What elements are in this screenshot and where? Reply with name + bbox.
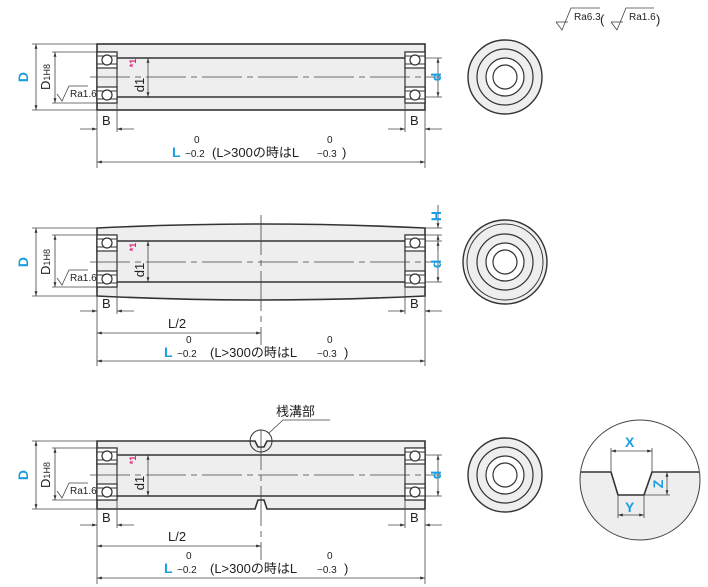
tol-lower: −0.2 <box>177 565 197 576</box>
dim-L-tolerance: L 0 −0.2 (L>300の時はL 0 −0.3 ) <box>172 135 346 160</box>
dim-D: D <box>15 257 31 267</box>
dim-B-left: B <box>102 113 111 128</box>
roughness-bracket: Ra1.6 <box>629 12 656 23</box>
note-mark: *1 <box>128 456 138 465</box>
dim-H: H <box>428 211 444 221</box>
tol-close: ) <box>344 561 348 576</box>
dim-B-right: B <box>410 113 419 128</box>
side-view-straight: D D1H8 Ra1.6 d1 *1 d B B L 0 −0.2 (L>300… <box>15 43 444 168</box>
end-view-1 <box>467 39 543 115</box>
dim-L: L <box>172 144 181 160</box>
tol-close: ) <box>344 345 348 360</box>
tol-upper: 0 <box>186 335 192 346</box>
dim-d1: d1 <box>132 476 147 490</box>
tol-upper: 0 <box>186 551 192 562</box>
dim-d1: d1 <box>132 78 147 92</box>
tol-text: (L>300の時はL <box>210 561 297 576</box>
dim-L-tolerance: L 0 −0.2 (L>300の時はL 0 −0.3 ) <box>164 335 348 360</box>
bracket-open: ( <box>600 12 605 27</box>
tol-upper: 0 <box>194 135 200 146</box>
dim-B-left: B <box>102 510 111 525</box>
tol-lower-2: −0.3 <box>317 565 337 576</box>
dim-D: D <box>15 72 31 82</box>
dim-B-right: B <box>410 296 419 311</box>
tol-upper-2: 0 <box>327 335 333 346</box>
note-mark: *1 <box>128 59 138 68</box>
tol-lower-2: −0.3 <box>317 149 337 160</box>
dim-X: X <box>625 434 635 450</box>
dim-Y: Y <box>625 499 635 515</box>
end-view-3 <box>467 437 543 513</box>
dim-half-L: L/2 <box>168 529 186 544</box>
note-mark: *1 <box>128 243 138 252</box>
groove-label: 桟溝部 <box>276 404 315 419</box>
bracket-close: ) <box>656 12 660 27</box>
dim-B-right: B <box>410 510 419 525</box>
tol-text: (L>300の時はL <box>212 145 299 160</box>
tol-lower: −0.2 <box>185 149 205 160</box>
roughness-main: Ra6.3 <box>574 12 601 23</box>
roughness-bore: Ra1.6 <box>70 89 97 100</box>
tol-upper-2: 0 <box>327 551 333 562</box>
tol-text: (L>300の時はL <box>210 345 297 360</box>
dim-d1: d1 <box>132 263 147 277</box>
dim-d: d <box>428 73 444 82</box>
dim-D: D <box>15 470 31 480</box>
dim-L: L <box>164 560 173 576</box>
dim-D1H8: D1H8 <box>38 462 53 488</box>
groove-detail: X Y Z <box>579 419 701 541</box>
side-view-crowned: D D1H8 Ra1.6 d1 *1 H d B B L/2 L 0 −0.2 … <box>15 205 444 366</box>
dim-D1H8: D1H8 <box>38 249 53 275</box>
tol-lower: −0.2 <box>177 349 197 360</box>
tol-lower-2: −0.3 <box>317 349 337 360</box>
dim-L: L <box>164 344 173 360</box>
roughness-legend: Ra6.3 ( Ra1.6 ) <box>555 7 660 31</box>
tol-upper-2: 0 <box>327 135 333 146</box>
dim-d: d <box>428 471 444 480</box>
roughness-bore: Ra1.6 <box>70 486 97 497</box>
end-view-2 <box>462 219 548 305</box>
dim-half-L: L/2 <box>168 316 186 331</box>
dim-D1H8: D1H8 <box>38 64 53 90</box>
dim-B-left: B <box>102 296 111 311</box>
roughness-bore: Ra1.6 <box>70 273 97 284</box>
dim-d: d <box>428 260 444 269</box>
tol-close: ) <box>342 145 346 160</box>
dim-L-tolerance: L 0 −0.2 (L>300の時はL 0 −0.3 ) <box>164 551 348 576</box>
dim-Z: Z <box>650 479 666 488</box>
side-view-grooved: 桟溝部 D D1H8 Ra1.6 d1 *1 d B B L/2 L 0 −0.… <box>15 404 444 584</box>
